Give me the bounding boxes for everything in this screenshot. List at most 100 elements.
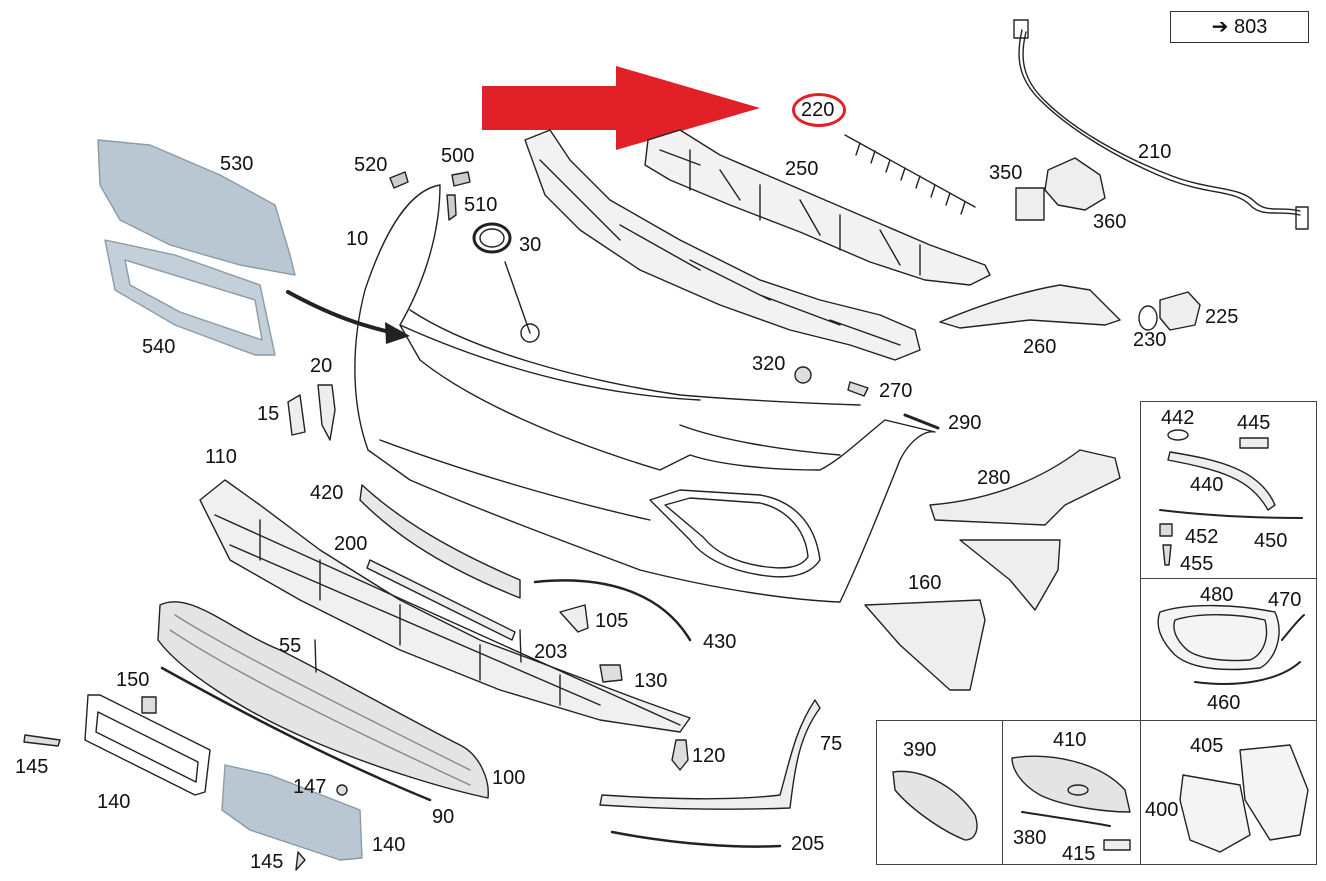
label-15: 15 [257, 403, 280, 425]
label-140-filler: 140 [372, 834, 406, 856]
inset-panel-bottom-390 [876, 720, 1003, 865]
highlight-circle [792, 93, 846, 127]
label-400: 400 [1145, 799, 1179, 821]
label-220: 220 [801, 99, 835, 121]
part-260-bracket [939, 284, 1121, 329]
label-270: 270 [879, 380, 913, 402]
label-410: 410 [1053, 729, 1087, 751]
part-445-clip [1239, 437, 1269, 449]
part-105-clip [559, 604, 589, 633]
label-442: 442 [1161, 407, 1195, 429]
label-470: 470 [1268, 589, 1302, 611]
part-100-grille [157, 601, 489, 799]
label-430: 430 [703, 631, 737, 653]
label-120: 120 [692, 745, 726, 767]
part-30-emblem [472, 222, 512, 254]
part-140-plate-bracket [84, 694, 211, 796]
part-405-housing [1239, 744, 1309, 841]
part-420-strip [359, 484, 521, 599]
label-160: 160 [908, 572, 942, 594]
label-145-bottom: 145 [250, 851, 284, 873]
highlight-arrow [482, 66, 760, 150]
label-210: 210 [1138, 141, 1172, 163]
part-lower-side [959, 539, 1061, 611]
part-360-bracket [1044, 157, 1106, 211]
part-500-clip [451, 171, 471, 187]
label-90: 90 [432, 806, 455, 828]
part-510-clip [446, 194, 457, 221]
part-400-housing [1179, 774, 1251, 853]
label-380: 380 [1013, 827, 1047, 849]
part-55-pin [314, 639, 317, 673]
label-520: 520 [354, 154, 388, 176]
label-20: 20 [310, 355, 333, 377]
label-540: 540 [142, 336, 176, 358]
part-75-trim [599, 699, 821, 810]
part-380-strip [1021, 811, 1111, 827]
part-10-bumper [354, 184, 936, 603]
part-530-duct [97, 139, 296, 276]
part-452-nut [1159, 523, 1173, 537]
label-445: 445 [1237, 412, 1271, 434]
label-110: 110 [205, 446, 237, 468]
part-140-filler [221, 764, 363, 861]
part-270-clip [847, 381, 869, 397]
part-410-grille [1011, 755, 1131, 813]
label-320: 320 [752, 353, 786, 375]
label-360: 360 [1093, 211, 1127, 233]
label-30: 30 [519, 234, 542, 256]
label-147: 147 [293, 776, 327, 798]
part-200-trim [366, 559, 516, 641]
part-15-bracket [287, 394, 306, 436]
label-203: 203 [534, 641, 568, 663]
label-500: 500 [441, 145, 475, 167]
part-290-strip [903, 413, 940, 430]
label-10: 10 [346, 228, 369, 250]
label-350: 350 [989, 162, 1023, 184]
label-105: 105 [595, 610, 629, 632]
part-120-clip [671, 739, 689, 771]
label-225: 225 [1205, 306, 1239, 328]
label-75: 75 [820, 733, 843, 755]
label-145-left: 145 [15, 756, 49, 778]
label-390: 390 [903, 739, 937, 761]
part-320-screw [794, 366, 812, 384]
label-130: 130 [634, 670, 668, 692]
label-280: 280 [977, 467, 1011, 489]
label-150: 150 [116, 669, 150, 691]
label-290: 290 [948, 412, 982, 434]
label-405: 405 [1190, 735, 1224, 757]
part-480-frame [1157, 604, 1280, 671]
label-415: 415 [1062, 843, 1096, 865]
label-250: 250 [785, 158, 819, 180]
part-205-strip [610, 830, 782, 848]
part-230-ring [1138, 305, 1158, 331]
part-455-screw [1162, 544, 1172, 566]
pointer-arrow [286, 290, 392, 334]
part-280-bracket [929, 449, 1121, 526]
part-145-screw-left [23, 734, 61, 747]
part-20-bracket [317, 384, 336, 441]
label-510: 510 [464, 194, 498, 216]
label-260: 260 [1023, 336, 1057, 358]
label-480: 480 [1200, 584, 1234, 606]
part-430-strip [533, 579, 692, 642]
part-470-strip [1281, 614, 1305, 641]
part-250-support [644, 129, 991, 286]
part-460-strip [1194, 661, 1301, 685]
part-160-bracket [864, 599, 986, 691]
part-450-strip [1159, 509, 1303, 519]
inset-panel-bottom-400 [1140, 720, 1317, 865]
part-520-screw [389, 171, 409, 189]
part-203-pin [519, 629, 522, 663]
label-450: 450 [1254, 530, 1288, 552]
part-250-carrier [524, 129, 921, 361]
part-130-clip [599, 664, 623, 683]
label-140-bracket: 140 [97, 791, 131, 813]
part-145-screw-bottom [295, 851, 306, 871]
part-90-strip [160, 666, 432, 802]
part-350-sensor [1015, 187, 1045, 221]
part-225-sensor [1159, 291, 1201, 331]
reference-box: ➔ 803 [1170, 11, 1309, 43]
